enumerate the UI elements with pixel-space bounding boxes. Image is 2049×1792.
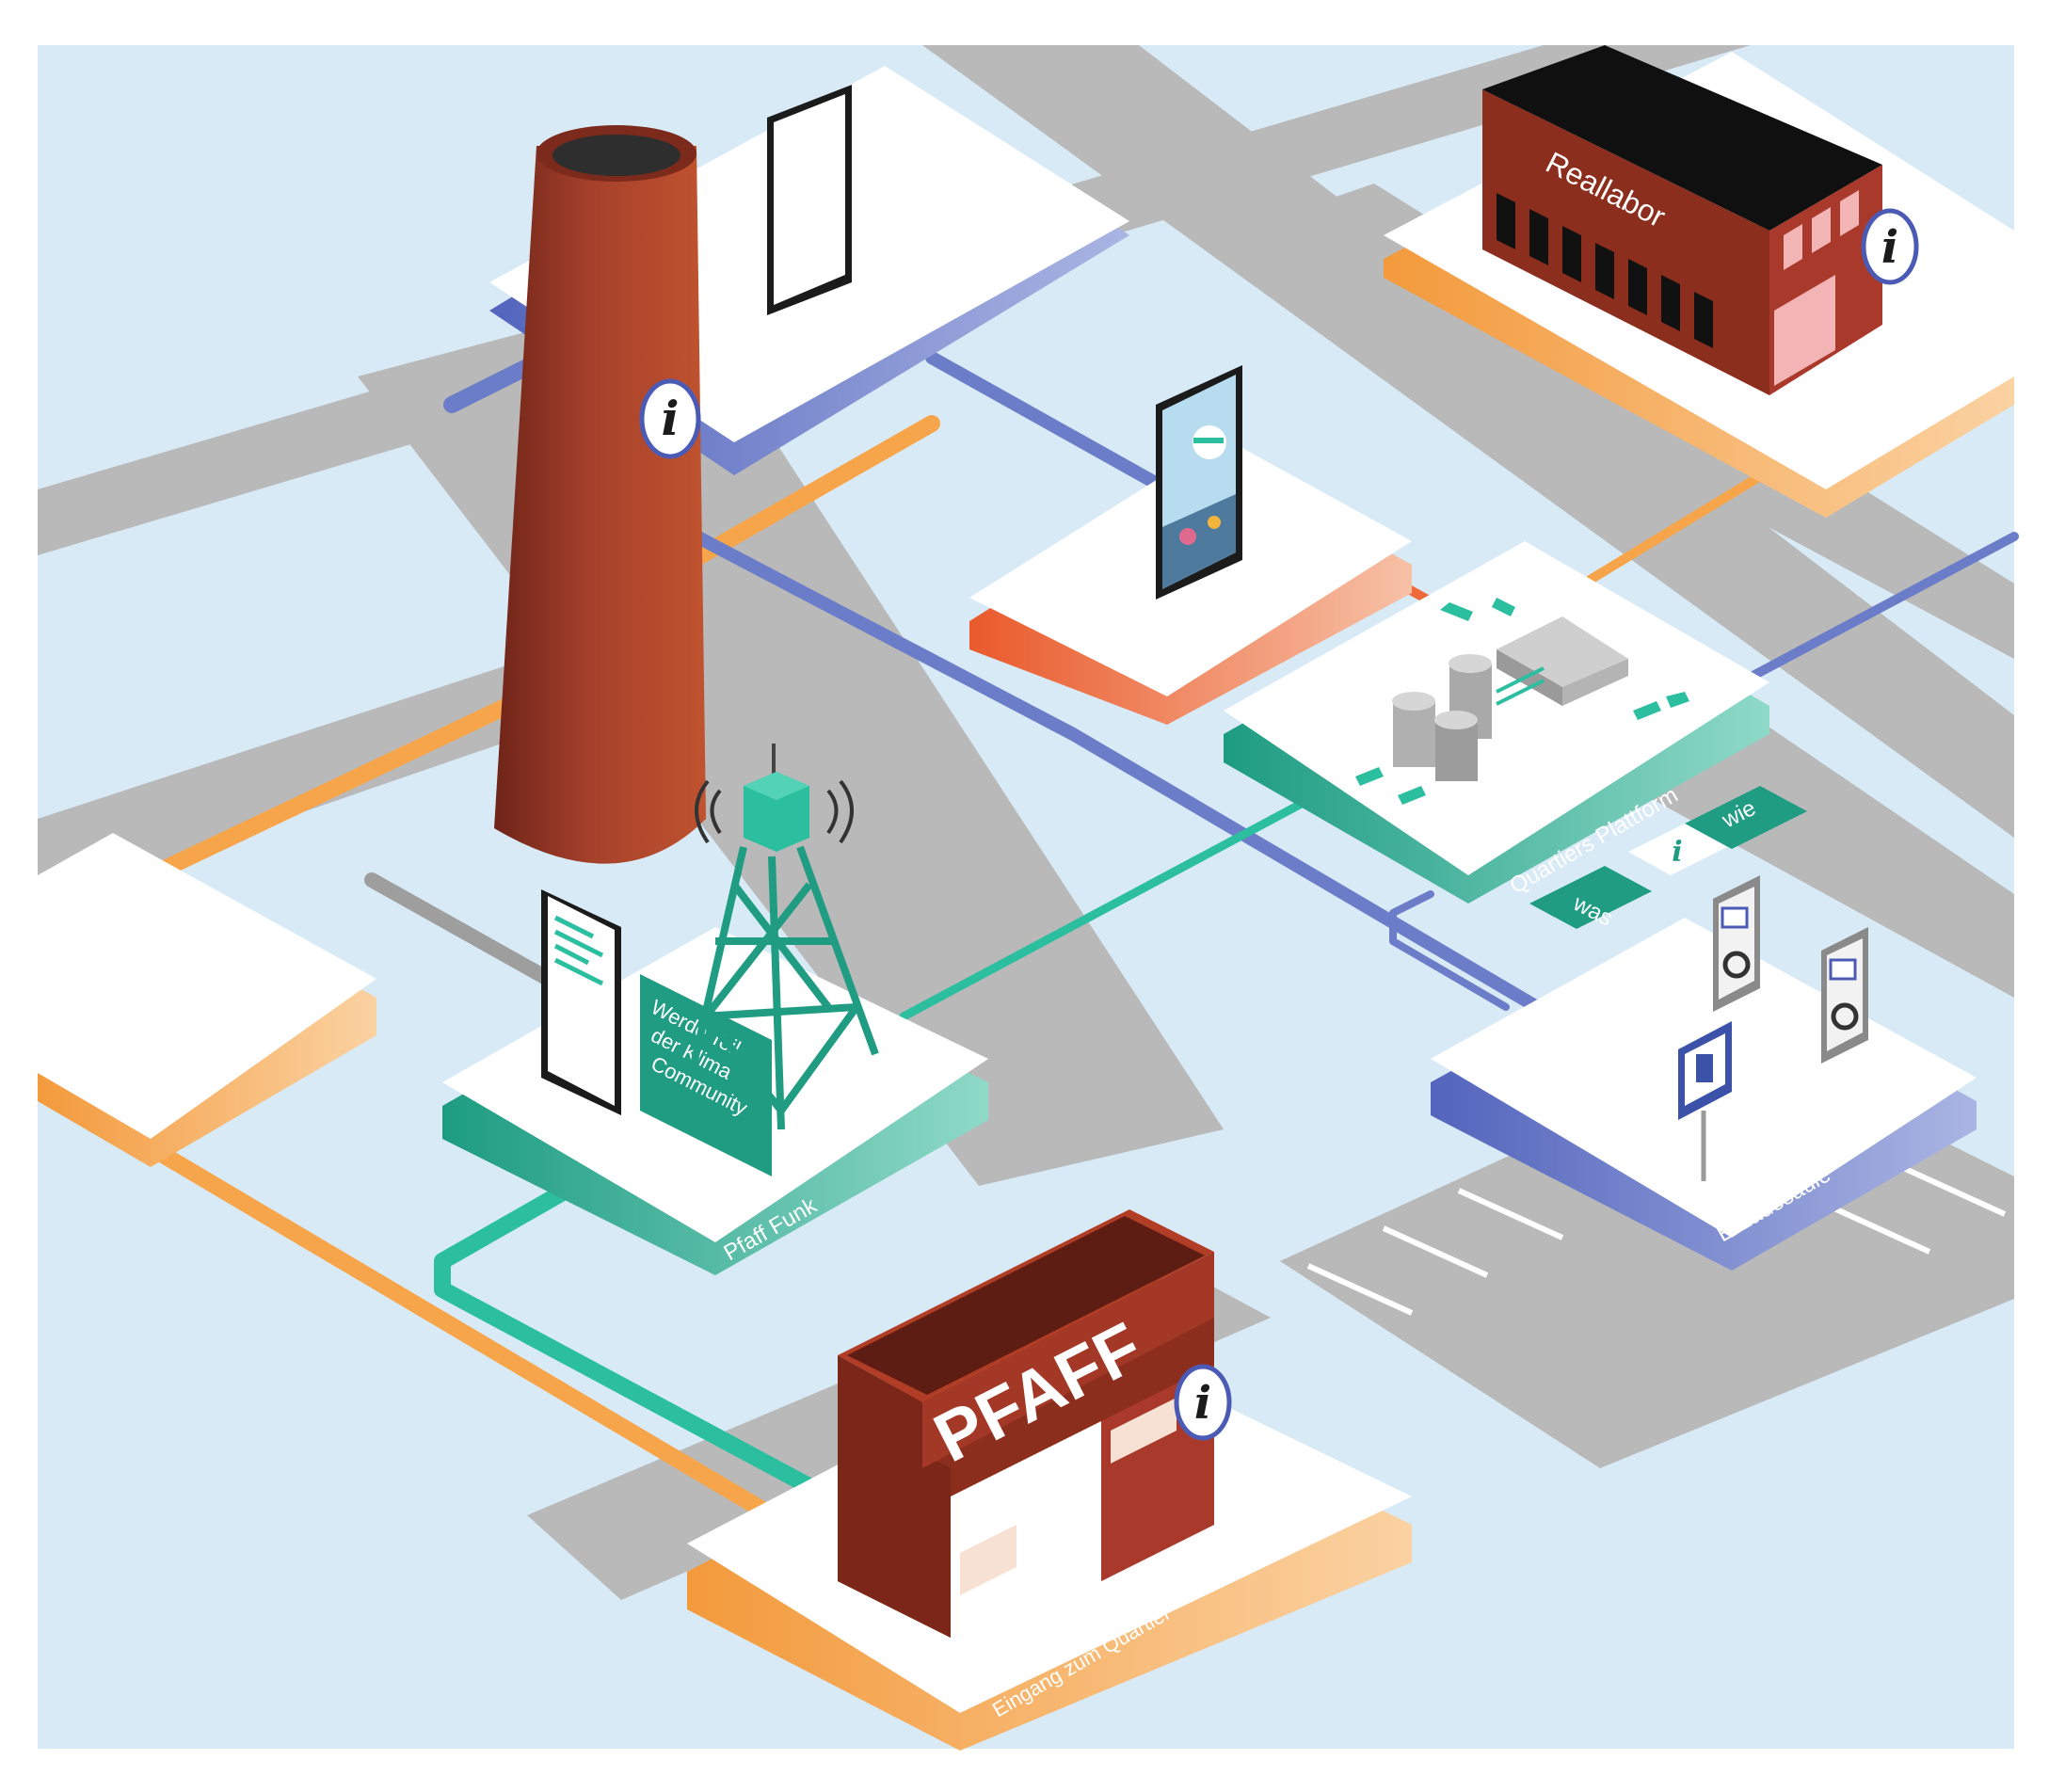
platform-quartiers (1224, 541, 1769, 904)
charger-icon-2 (1821, 927, 1868, 1064)
server-icon (1392, 616, 1628, 781)
charger-icon (1713, 875, 1760, 1012)
blue-pipe-tags (1389, 890, 1510, 1011)
tablet-icon (767, 85, 852, 315)
data-flow-arrows (1355, 598, 1689, 805)
radio-tower-icon (688, 744, 879, 1130)
pfaff-gate: PFAFF (838, 1209, 1214, 1638)
reallabor-side-windows (1774, 190, 1859, 386)
info-icon-chimney[interactable]: i (639, 378, 701, 459)
ev-sign-icon (1678, 1021, 1732, 1181)
svg-text:i: i (662, 391, 680, 446)
reallabor-windows (1497, 193, 1713, 348)
info-icon-pfaff[interactable]: i (1174, 1364, 1232, 1441)
info-icon-reallabor[interactable]: i (1861, 208, 1919, 285)
blue-pipe-right (1727, 532, 2019, 692)
blue-pipe-phone (925, 351, 1174, 496)
phone-icon (1156, 365, 1242, 600)
teal-pipe-bottom (434, 1177, 837, 1505)
tablet-icon-funk (541, 889, 621, 1115)
radio-tower-head (744, 772, 809, 852)
svg-text:i: i (1881, 221, 1898, 274)
svg-text:i: i (1672, 836, 1682, 869)
reallabor-building: Reallabor (1482, 45, 1882, 395)
gray-pipe (364, 872, 572, 996)
was-tag: was (1529, 866, 1652, 932)
platform-left (38, 833, 376, 1167)
radio-waves (695, 779, 854, 844)
platform-eingang (687, 1336, 1412, 1751)
chimney-icon (494, 125, 706, 864)
teal-pipe-diag (899, 795, 1313, 1021)
info-tag: i (1628, 824, 1727, 875)
svg-text:i: i (1194, 1377, 1211, 1430)
orange-pipe-bottom (152, 1144, 780, 1524)
